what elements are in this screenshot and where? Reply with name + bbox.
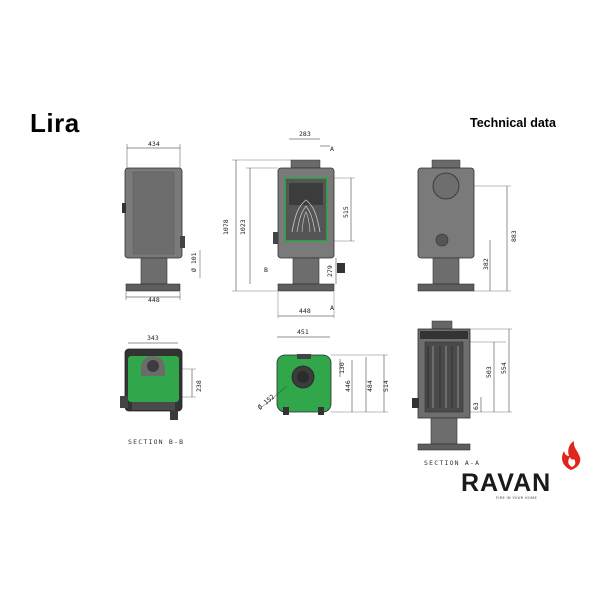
door-handle [122, 203, 126, 213]
top-dim-446: 446 [344, 380, 352, 392]
brand-name: RAVAN [461, 469, 551, 497]
base-plate [125, 283, 181, 292]
flame-icon [562, 441, 581, 470]
front-width-label: 434 [148, 140, 160, 148]
base-plate [277, 283, 335, 292]
flue-collar [290, 159, 321, 169]
top-dim-514: 514 [382, 380, 390, 392]
side-height-total: 1078 [222, 219, 230, 235]
firebox-section [128, 356, 179, 402]
side-base-height: 279 [326, 265, 334, 277]
side-door-height: 515 [342, 206, 350, 218]
section-marker-top: A [330, 145, 334, 153]
base-plate [417, 283, 475, 292]
page-subtitle: Technical data [470, 116, 556, 130]
section-b-view: 343 238 SECTION B-B [120, 334, 203, 446]
section-a-63: 63 [472, 402, 480, 410]
pedestal [292, 257, 320, 285]
front-view: 434 448 [122, 140, 185, 304]
section-a-503: 503 [485, 366, 493, 378]
side-top-dim: 283 [299, 130, 311, 138]
brand-tagline: FIRE IN YOUR HOME [496, 496, 537, 500]
front-base-width-label: 448 [148, 296, 160, 304]
pedestal [430, 417, 458, 445]
rear-flue-outlet [432, 172, 460, 200]
base-plate [417, 443, 471, 451]
top-dim-130: 130 [338, 362, 346, 374]
air-inlet [435, 233, 449, 247]
firebox-lines [427, 346, 459, 408]
side-view: 283 A 1078 1023 B 515 279 B [190, 130, 355, 318]
back-height-lower: 382 [482, 258, 490, 270]
pedestal [140, 257, 168, 285]
side-base-width-label: 448 [299, 307, 311, 315]
top-width: 451 [297, 328, 309, 336]
section-a-label: SECTION A-A [424, 459, 480, 467]
section-b-side: 238 [195, 380, 203, 392]
section-marker-bottom: A [330, 304, 334, 312]
page-title: Lira [30, 108, 80, 138]
section-b-width: 343 [147, 334, 159, 342]
back-height-inlet: 883 [510, 230, 518, 242]
ravan-logo: RAVAN FIRE IN YOUR HOME [461, 441, 581, 500]
pipe-diameter-label: Ø 101 [190, 252, 198, 272]
top-view: 451 Ø 152 130 446 484 514 [256, 328, 390, 415]
section-a-554: 554 [500, 362, 508, 374]
flue-diameter-label: Ø 152 [256, 393, 276, 412]
back-view: 883 382 [417, 159, 518, 292]
section-b-label: SECTION B-B [128, 438, 184, 446]
side-height-body: 1023 [239, 219, 247, 235]
section-a-view: 503 554 63 SECTION A-A [412, 320, 512, 467]
b-marker-left: B [264, 266, 268, 274]
top-dim-484: 484 [366, 380, 374, 392]
pedestal [432, 257, 460, 285]
flame-graphic [291, 199, 321, 233]
